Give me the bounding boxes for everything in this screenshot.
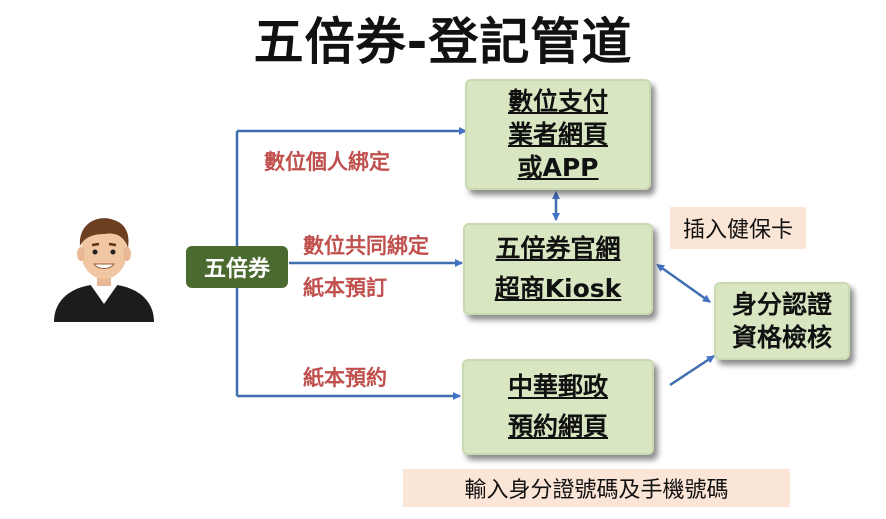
- note-input-id: 輸入身分證號碼及手機號碼: [403, 469, 790, 507]
- box-line: 身分認證: [731, 290, 832, 319]
- box-line: 資格檢核: [731, 323, 832, 352]
- box-line: 業者網頁: [507, 120, 608, 149]
- box-identity-verification: 身分認證 資格檢核: [714, 282, 850, 360]
- box-line: 或APP: [517, 153, 599, 182]
- box-line: 預約網頁: [507, 412, 608, 441]
- label-paper-reserve: 紙本預約: [303, 366, 387, 390]
- page-title: 五倍券-登記管道: [253, 13, 633, 71]
- box-line: 中華郵政: [507, 372, 608, 401]
- box-line: 五倍券官網: [495, 234, 621, 263]
- person-avatar-icon: [54, 218, 154, 322]
- label-digital-personal: 數位個人綁定: [264, 150, 390, 174]
- label-paper-order: 紙本預訂: [303, 276, 387, 300]
- arrow-post-to-verify: [669, 354, 715, 387]
- box-official-site: 五倍券官網 超商Kiosk: [463, 223, 653, 315]
- label-digital-shared: 數位共同綁定: [303, 234, 429, 258]
- note-health-card: 插入健保卡: [670, 207, 806, 249]
- voucher-center-node: 五倍券: [186, 246, 288, 288]
- box-payment-app: 數位支付 業者網頁 或APP: [465, 79, 651, 190]
- box-line: 數位支付: [507, 87, 608, 116]
- box-line: 超商Kiosk: [494, 274, 622, 303]
- box-post-office: 中華郵政 預約網頁: [462, 359, 654, 455]
- arrow-site-verify-bidirectional: [656, 263, 711, 304]
